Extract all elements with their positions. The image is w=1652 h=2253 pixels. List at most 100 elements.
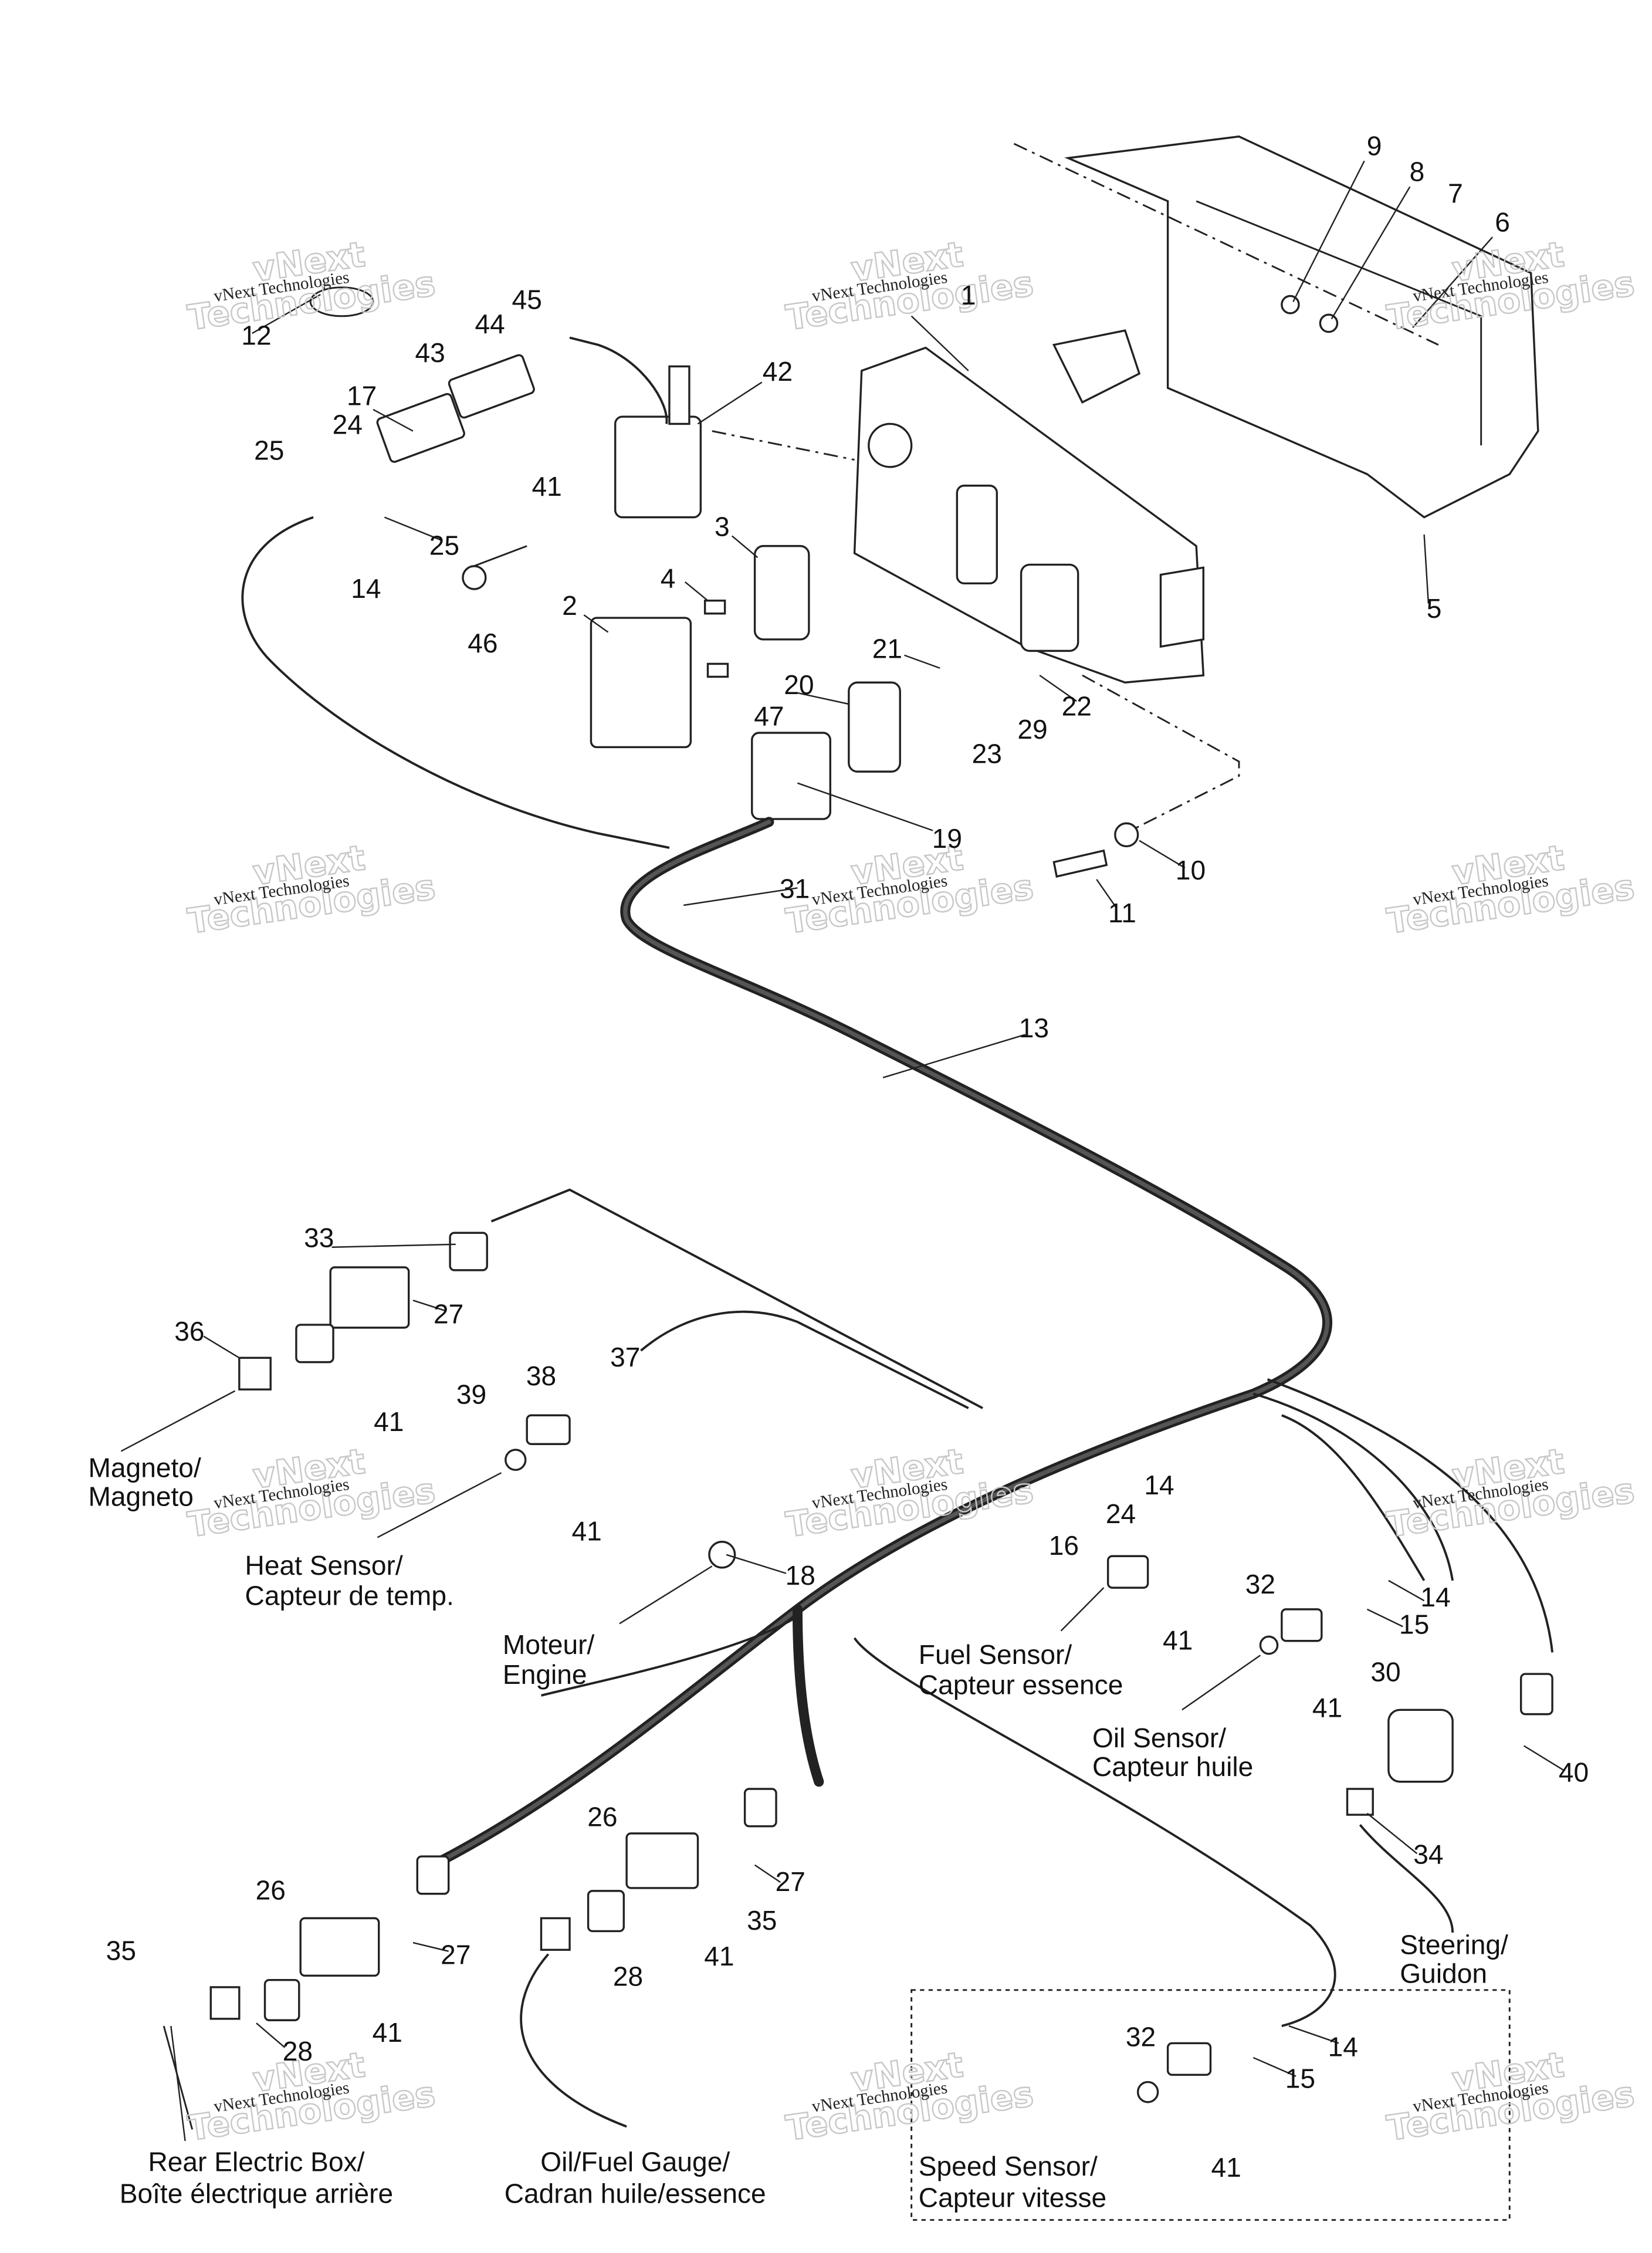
control-module	[712, 346, 1240, 834]
callout-41: 41	[704, 1941, 734, 1971]
callout-11: 11	[1108, 898, 1136, 928]
caption-gauge-1: Oil/Fuel Gauge/	[540, 2146, 730, 2177]
caption-oil-sensor-2: Capteur huile	[1092, 1751, 1253, 1782]
callout-1: 1	[961, 280, 976, 310]
callout-41: 41	[1163, 1625, 1193, 1655]
callout-41: 41	[1312, 1692, 1342, 1723]
callout-27: 27	[441, 1940, 470, 1970]
callout-21: 21	[872, 633, 902, 664]
callout-38: 38	[526, 1361, 556, 1391]
callout-10: 10	[1176, 855, 1206, 885]
caption-rear-box-2: Boîte électrique arrière	[120, 2178, 393, 2208]
callout-32: 32	[1245, 1569, 1275, 1599]
callout-47: 47	[754, 701, 784, 732]
callout-7: 7	[1448, 178, 1463, 208]
upper-parts	[241, 286, 1139, 878]
washer-10	[1114, 822, 1139, 848]
callout-23: 23	[972, 738, 1002, 769]
callout-29: 29	[1017, 714, 1047, 745]
callout-13: 13	[1019, 1013, 1049, 1043]
callout-25: 25	[429, 530, 459, 560]
callout-35: 35	[106, 1935, 136, 1966]
callout-2: 2	[562, 590, 577, 621]
caption-gauge-2: Cadran huile/essence	[505, 2178, 766, 2208]
leader-lines	[203, 160, 1565, 2077]
callout-33: 33	[304, 1223, 334, 1253]
caption-fuel-sensor-1: Fuel Sensor/	[919, 1639, 1072, 1670]
callout-4: 4	[661, 563, 676, 593]
callout-45: 45	[512, 284, 542, 314]
callout-16: 16	[1049, 1530, 1079, 1561]
callout-30: 30	[1370, 1656, 1400, 1687]
callout-15: 15	[1399, 1609, 1429, 1639]
lower-connectors	[163, 1232, 1553, 2221]
caption-steering-1: Steering/	[1400, 1929, 1508, 1960]
callout-20: 20	[784, 669, 814, 700]
bolt-46	[462, 565, 487, 590]
callout-27: 27	[434, 1298, 463, 1329]
callout-28: 28	[613, 1961, 643, 1991]
callout-12: 12	[241, 320, 271, 351]
captions: Magneto/ Magneto Heat Sensor/ Capteur de…	[89, 1452, 1508, 2213]
callout-9: 9	[1367, 130, 1382, 161]
callout-31: 31	[780, 873, 810, 904]
caption-fuel-sensor-2: Capteur essence	[919, 1669, 1123, 1700]
callout-46: 46	[468, 628, 497, 658]
callout-26: 26	[587, 1801, 617, 1832]
callout-19: 19	[932, 823, 962, 854]
mounting-bracket	[1013, 135, 1539, 519]
callout-14: 14	[1144, 1470, 1174, 1500]
part-3	[753, 544, 810, 641]
caption-speed-sensor-1: Speed Sensor/	[919, 2151, 1098, 2181]
callout-41: 41	[532, 471, 562, 502]
callout-26: 26	[256, 1875, 286, 1905]
callout-40: 40	[1559, 1757, 1589, 1788]
callout-36: 36	[174, 1316, 204, 1347]
callout-24: 24	[333, 409, 363, 439]
callout-39: 39	[456, 1379, 486, 1409]
caption-magneto-1: Magneto/	[89, 1452, 201, 1483]
callout-17: 17	[347, 380, 377, 411]
caption-steering-2: Guidon	[1400, 1958, 1487, 1988]
bolt-11	[1052, 849, 1108, 878]
caption-engine-2: Engine	[503, 1659, 587, 1690]
callout-34: 34	[1413, 1839, 1443, 1869]
main-harness	[422, 817, 1553, 2027]
caption-engine-1: Moteur/	[503, 1629, 594, 1660]
caption-rear-box-1: Rear Electric Box/	[148, 2146, 364, 2177]
callout-41: 41	[1211, 2152, 1241, 2183]
caption-speed-sensor-2: Capteur vitesse	[919, 2182, 1106, 2213]
callout-14: 14	[1328, 2031, 1358, 2062]
callout-32: 32	[1126, 2021, 1156, 2052]
part-42	[614, 415, 702, 519]
callout-14: 14	[351, 573, 381, 604]
caption-oil-sensor-1: Oil Sensor/	[1092, 1723, 1226, 1753]
part-2	[590, 617, 692, 749]
destination-arrows	[120, 1390, 1261, 2142]
caption-heat-sensor-1: Heat Sensor/	[245, 1550, 403, 1581]
callout-5: 5	[1427, 593, 1442, 624]
callout-14: 14	[1420, 1582, 1450, 1612]
callout-24: 24	[1106, 1498, 1136, 1529]
callout-41: 41	[373, 2017, 402, 2048]
callout-43: 43	[415, 337, 445, 368]
callout-35: 35	[747, 1905, 777, 1936]
callout-22: 22	[1062, 691, 1092, 721]
callout-41: 41	[374, 1406, 404, 1437]
callout-6: 6	[1495, 207, 1510, 237]
callout-27: 27	[776, 1866, 805, 1897]
callout-18: 18	[786, 1560, 815, 1591]
caption-heat-sensor-2: Capteur de temp.	[245, 1580, 454, 1611]
callout-44: 44	[475, 309, 505, 339]
callout-37: 37	[610, 1342, 640, 1372]
part-20	[848, 681, 901, 773]
callout-25: 25	[254, 435, 284, 465]
callout-15: 15	[1285, 2063, 1315, 2093]
callout-3: 3	[715, 511, 730, 542]
callout-42: 42	[763, 356, 793, 387]
callout-8: 8	[1410, 156, 1425, 187]
part-19	[751, 732, 831, 820]
caption-magneto-2: Magneto	[89, 1481, 194, 1511]
